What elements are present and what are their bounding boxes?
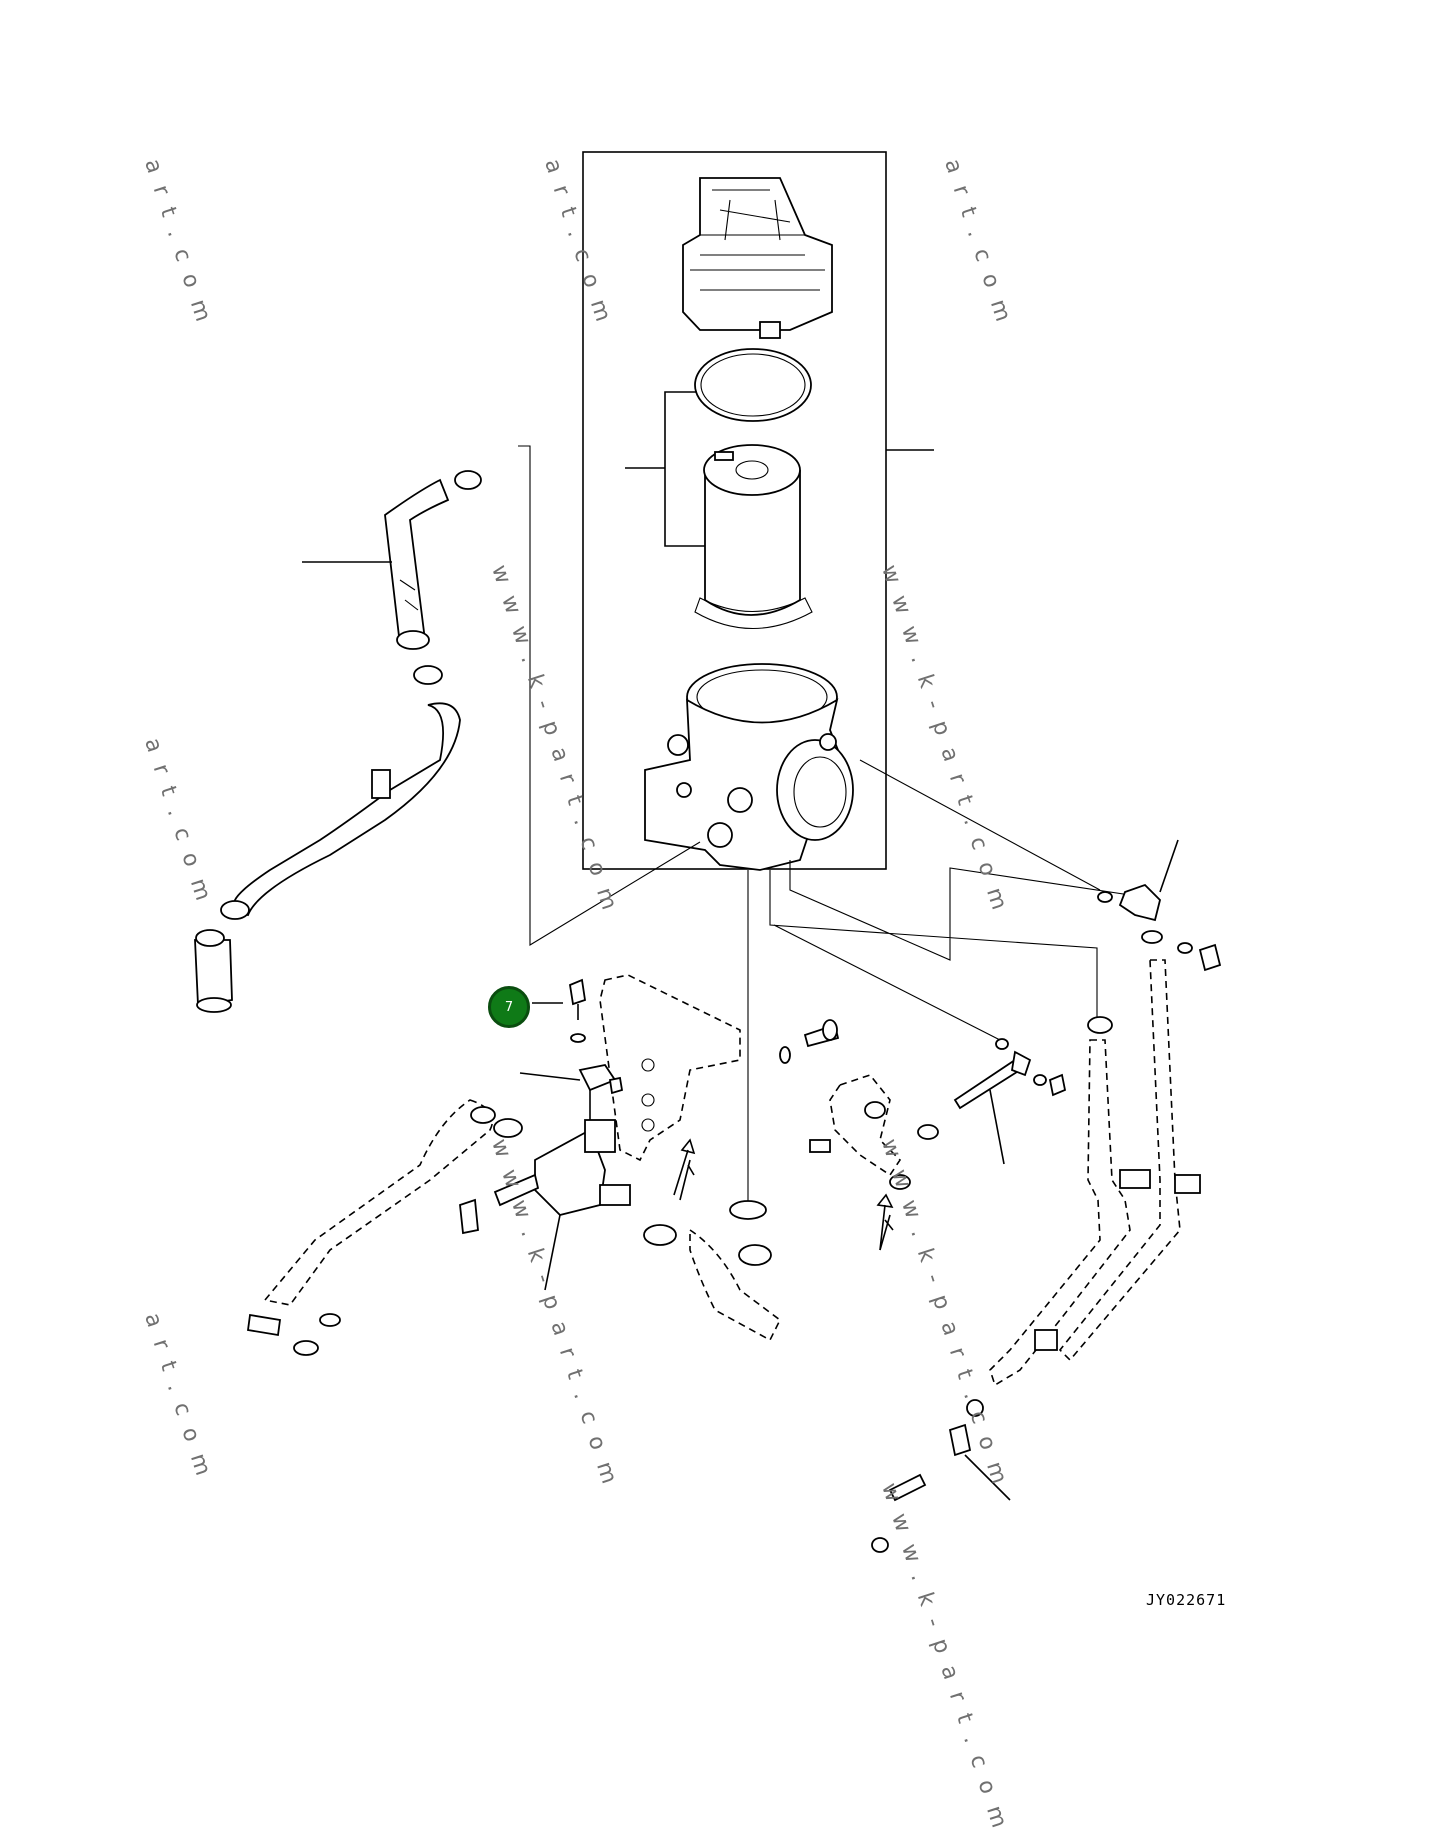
bolt-7: [532, 978, 587, 1043]
o-ring: [694, 348, 812, 422]
drawing-code: JY022671: [1146, 1591, 1227, 1609]
valve-block: [493, 1119, 631, 1291]
right-hose: [809, 1074, 939, 1251]
filter-housing: [644, 663, 854, 871]
lower-middle-hose: [643, 1159, 782, 1342]
element-leader: [625, 391, 710, 547]
clamp-upper: [413, 665, 443, 685]
left-hose: [194, 702, 461, 1013]
diagram-canvas: [194, 151, 1222, 1553]
elbow-fitting: [1097, 839, 1222, 972]
filter-element: [694, 444, 813, 630]
parts-diagram: art.com art.com art.com art.com art.com …: [139, 151, 1227, 1844]
upper-hose: [302, 470, 482, 650]
bolt-bracket: [779, 1019, 840, 1064]
port-leader-lines: [518, 445, 1131, 1210]
callout-7[interactable]: 7: [488, 986, 530, 1028]
filter-cap: [682, 177, 833, 339]
mounting-bracket: [599, 974, 741, 1162]
lower-left-hose: [246, 1099, 523, 1356]
tube-fitting: [953, 1038, 1067, 1165]
right-long-hoses: [871, 959, 1201, 1553]
sensor: [519, 1063, 624, 1130]
arrow-indicator: [673, 1138, 696, 1196]
assembly-frame: [582, 151, 887, 870]
